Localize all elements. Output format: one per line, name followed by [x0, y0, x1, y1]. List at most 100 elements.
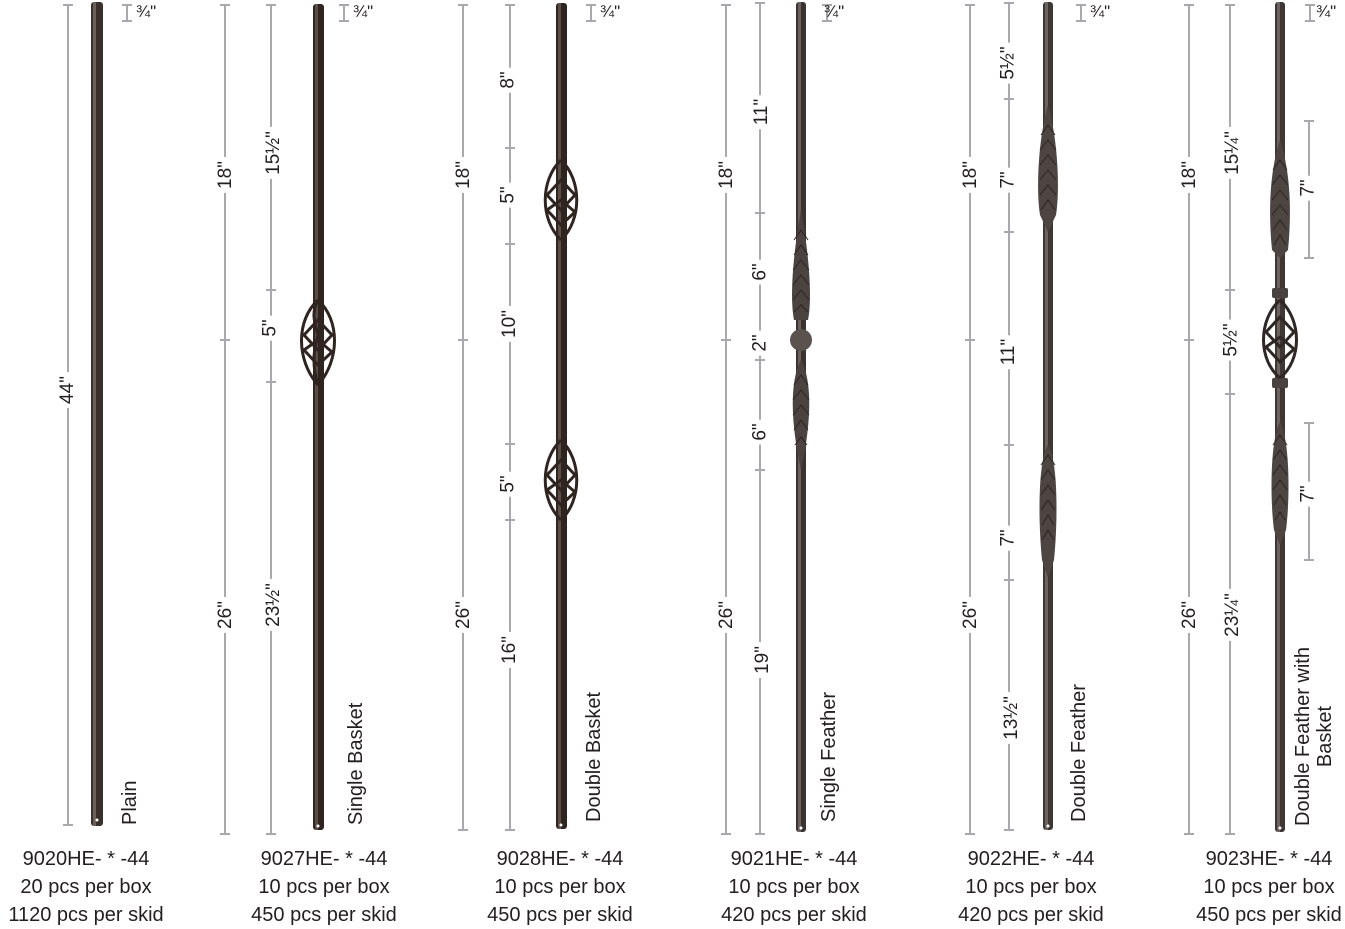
pcs-per-box: 10 pcs per box	[728, 876, 860, 898]
seg4-label: 7"	[998, 525, 1019, 551]
seg3-label: 23½"	[263, 579, 284, 631]
style-name-line1: Double Feather with	[1292, 647, 1314, 826]
dim-tick	[63, 824, 73, 826]
pcs-per-box: 10 pcs per box	[258, 876, 390, 898]
dim-tick	[458, 4, 468, 6]
style-name: Plain	[119, 780, 141, 825]
lower-dim-line	[224, 340, 226, 834]
dim-tick	[505, 829, 515, 831]
top-cap-label: ¾"	[1316, 2, 1337, 21]
dim-tick	[122, 4, 132, 6]
product-9023-double-feather-with-basket: 18" 26" 15¼" 5½" 23¼" 7" 7" ¾"	[1170, 0, 1345, 926]
seg2-label: 5½"	[1221, 319, 1242, 361]
dim-tick	[1225, 289, 1235, 291]
plain-baluster-image	[91, 2, 103, 826]
seg5-label: 19"	[752, 642, 773, 678]
dim-tick	[1304, 559, 1314, 561]
dim-tick	[339, 20, 349, 22]
seg-dim-line	[759, 2, 761, 834]
dim-tick	[339, 4, 349, 6]
pcs-per-skid: 450 pcs per skid	[1196, 904, 1342, 926]
style-name: Single Basket	[345, 702, 367, 825]
dim-tick	[122, 20, 132, 22]
product-caption: 9023HE- * -44 10 pcs per box 450 pcs per…	[1149, 845, 1345, 929]
top-cap-label: ¾"	[824, 2, 845, 21]
dim-tick	[1304, 257, 1314, 259]
product-9028-double-basket: 18" 26" 8" 5" 10" 5" 16" ¾" Double Baske…	[440, 0, 680, 927]
dim-tick	[505, 243, 515, 245]
dim-tick	[586, 20, 596, 22]
lower-dim-label: 26"	[716, 597, 737, 633]
dim-tick	[586, 4, 596, 6]
product-9021-single-feather: 18" 26" 11" 6" 2" 6" 19" ¾" Single Feath…	[700, 0, 940, 926]
dim-tick	[505, 147, 515, 149]
product-9022-double-feather: 18" 26" 5½" 7" 11" 7" 13½" ¾" Double Fea…	[940, 0, 1180, 926]
dim-tick	[220, 4, 230, 6]
overall-dim-line	[67, 5, 69, 825]
dim-tick	[505, 519, 515, 521]
top-cap-dim-line	[590, 4, 592, 21]
product-9027-single-basket: 18" 26" 15½" 5" 23½" ¾" Single Basket 90…	[200, 0, 440, 927]
style-name-line2: Basket	[1314, 705, 1336, 768]
dim-tick	[822, 20, 832, 22]
seg-dim-line	[270, 4, 272, 834]
top-cap-dim-line	[343, 4, 345, 21]
dim-tick	[721, 833, 731, 835]
pcs-per-skid: 1120 pcs per skid	[8, 904, 164, 926]
seg3-label: 23¼"	[1222, 589, 1243, 641]
dim-tick	[1305, 20, 1315, 22]
dim-tick	[755, 359, 765, 361]
lower-dim-line	[725, 340, 727, 834]
product-code: 9021HE- * -44	[730, 848, 858, 870]
dim-tick	[1004, 444, 1014, 446]
overall-dim-label: 44"	[57, 372, 78, 408]
double-feather-basket-baluster-image	[1262, 2, 1298, 832]
product-9020-plain: 44" ¾" Plain 9020HE- * -44 20 pcs per bo…	[0, 0, 240, 926]
single-basket-baluster-image	[300, 4, 336, 830]
pcs-per-box: 20 pcs per box	[20, 876, 152, 898]
seg4-label: 6"	[750, 419, 771, 445]
upper-dim-label: 18"	[960, 157, 981, 193]
dim-tick	[1304, 120, 1314, 122]
lower-dim-label: 26"	[453, 597, 474, 633]
dim-tick	[721, 4, 731, 6]
pcs-per-skid: 420 pcs per skid	[958, 904, 1104, 926]
dim-tick	[1004, 2, 1014, 4]
dim-tick	[755, 212, 765, 214]
top-cap-label: ¾"	[1090, 2, 1111, 21]
dim-tick	[1184, 4, 1194, 6]
seg1-label: 11"	[751, 94, 773, 130]
product-code: 9028HE- * -44	[496, 848, 624, 870]
top-cap-label: ¾"	[353, 2, 374, 21]
pcs-per-skid: 420 pcs per skid	[721, 904, 867, 926]
dim-tick	[755, 469, 765, 471]
product-caption: 9020HE- * -44 20 pcs per box 1120 pcs pe…	[0, 845, 206, 929]
dim-tick	[1076, 20, 1086, 22]
style-name: Double Feather	[1068, 684, 1090, 822]
dim-tick	[266, 833, 276, 835]
dim-tick	[1184, 833, 1194, 835]
seg2-label: 6"	[750, 259, 771, 285]
product-caption: 9028HE- * -44 10 pcs per box 450 pcs per…	[440, 845, 680, 929]
product-code: 9023HE- * -44	[1205, 848, 1333, 870]
dim-tick	[505, 443, 515, 445]
dim-tick	[1225, 393, 1235, 395]
dim-tick	[1004, 829, 1014, 831]
top-cap-dim-line	[1080, 4, 1082, 21]
upper-dim-label: 18"	[716, 157, 737, 193]
pcs-per-skid: 450 pcs per skid	[487, 904, 633, 926]
pcs-per-box: 10 pcs per box	[965, 876, 1097, 898]
dim-tick	[1004, 231, 1014, 233]
dim-tick	[1076, 4, 1086, 6]
product-caption: 9021HE- * -44 10 pcs per box 420 pcs per…	[674, 845, 914, 929]
seg-dim-line	[509, 4, 511, 830]
style-name: Single Feather	[818, 691, 840, 822]
lower-dim-line	[969, 340, 971, 834]
seg2-label: 5"	[498, 182, 519, 208]
dim-tick	[63, 4, 73, 6]
dim-tick	[755, 2, 765, 4]
seg2-label: 7"	[998, 167, 1019, 193]
product-caption: 9027HE- * -44 10 pcs per box 450 pcs per…	[204, 845, 444, 929]
style-name: Double Basket	[583, 691, 605, 822]
style-name: Double Feather with Basket	[1292, 647, 1336, 826]
